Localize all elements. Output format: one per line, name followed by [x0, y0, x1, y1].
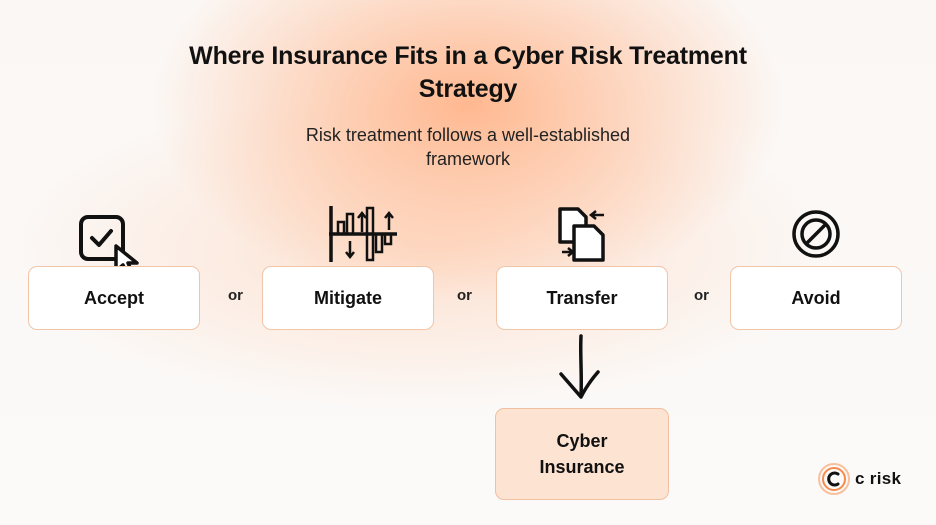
bar-chart-arrows-icon	[329, 206, 397, 262]
option-mitigate: Mitigate	[262, 266, 434, 330]
document-transfer-icon	[558, 207, 605, 262]
or-connector-2: or	[457, 287, 472, 304]
option-avoid: Avoid	[730, 266, 902, 330]
prohibited-icon	[792, 210, 840, 258]
or-connector-1: or	[228, 287, 243, 304]
crisk-logo: c risk	[817, 462, 901, 496]
logo-text: c risk	[855, 469, 902, 488]
down-arrow	[559, 334, 600, 399]
crisk-logo-icon	[818, 463, 850, 495]
option-accept: Accept	[28, 266, 200, 330]
or-connector-3: or	[694, 287, 709, 304]
page-title: Where Insurance Fits in a Cyber Risk Tre…	[189, 42, 747, 103]
page-subtitle: Risk treatment follows a well-establishe…	[305, 125, 631, 169]
option-transfer: Transfer	[496, 266, 668, 330]
result-cyber-insurance: Cyber Insurance	[495, 408, 669, 500]
